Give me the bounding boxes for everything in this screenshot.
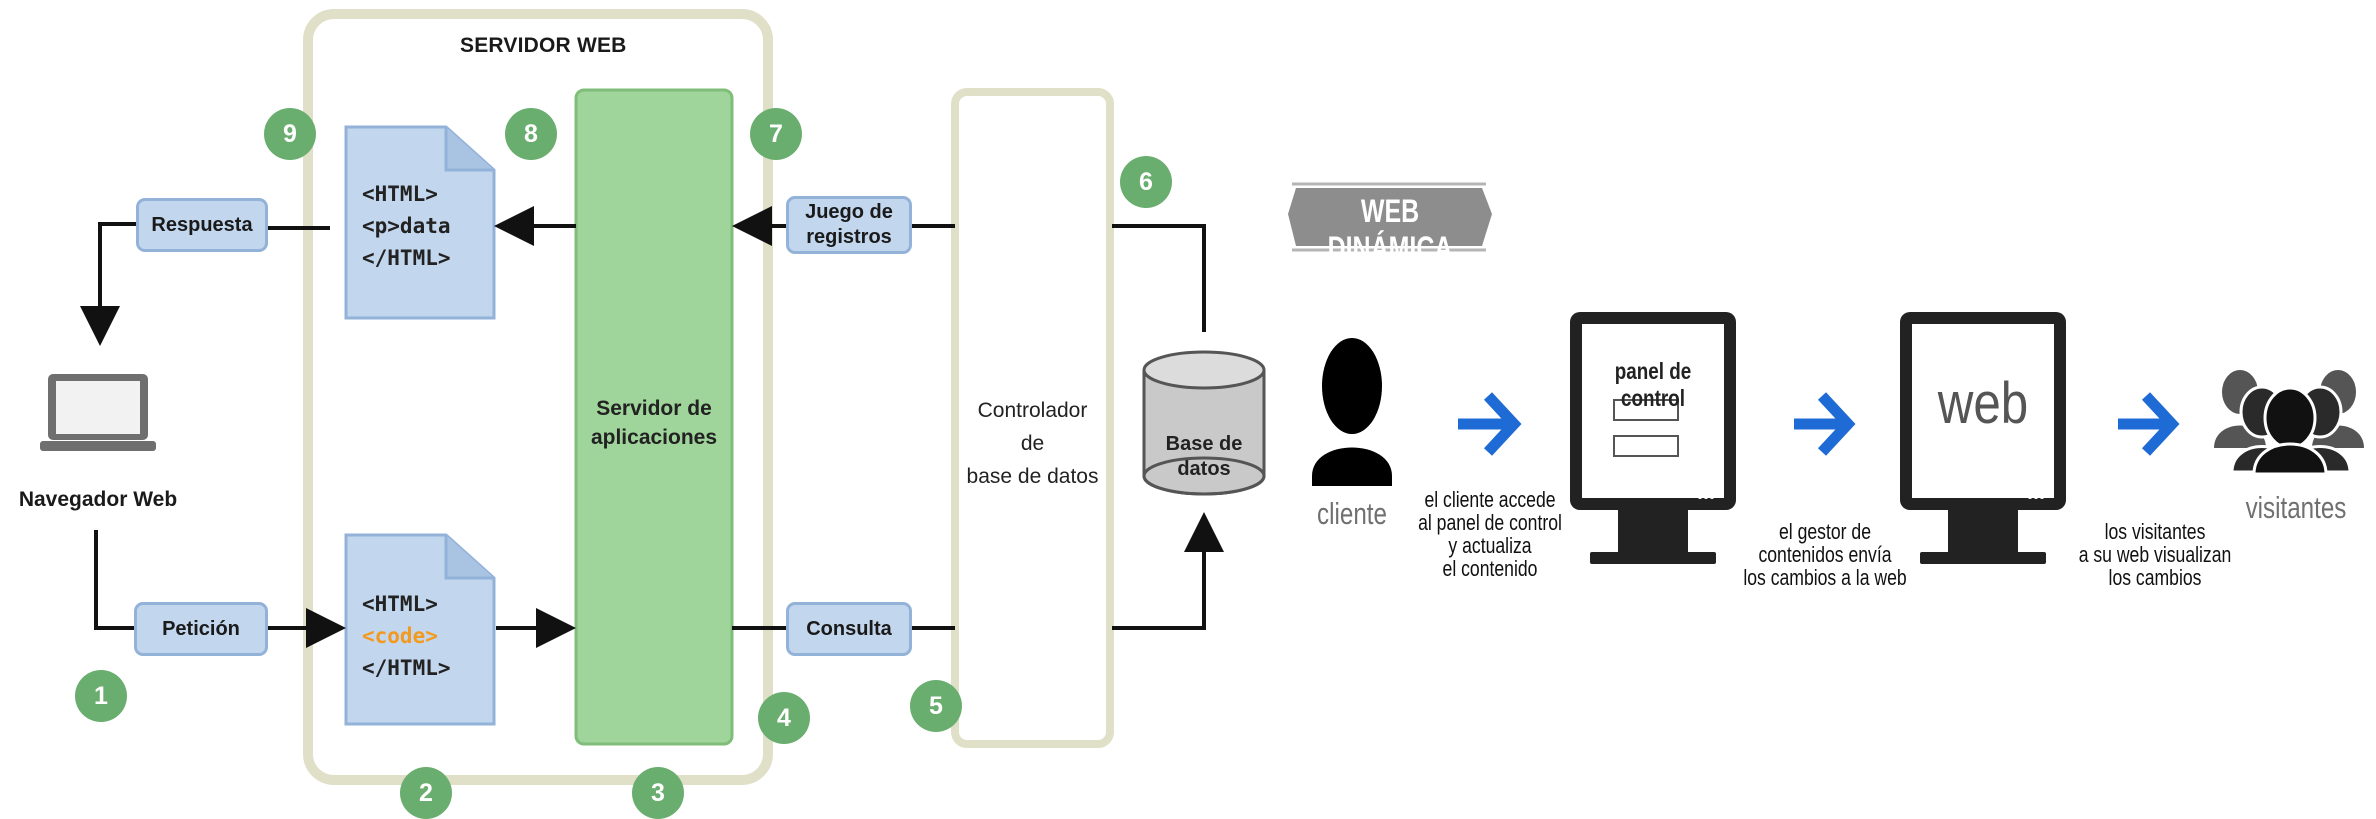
visitors-label: visitantes <box>2245 490 2347 525</box>
app-server-line2: aplicaciones <box>590 426 718 449</box>
doc-bottom-fold <box>444 535 494 580</box>
doc-top-fold <box>444 127 494 172</box>
doc-top-line3: </HTML> <box>362 246 451 270</box>
banner-shape <box>1288 188 1492 246</box>
step-2-badge: 2 <box>400 767 452 819</box>
request-box: Petición <box>134 602 268 656</box>
db-controller-line1: Controlador <box>977 399 1088 422</box>
doc-bottom-line1: <HTML> <box>362 592 438 616</box>
client-person-icon <box>1312 338 1392 486</box>
step-7-badge: 7 <box>750 108 802 160</box>
caption-client-line2: al panel de control <box>1418 510 1562 535</box>
doc-top-line1: <HTML> <box>362 182 438 206</box>
database-icon <box>1142 350 1266 496</box>
doc-bottom-line2: <code> <box>362 624 438 648</box>
blue-arrow-2 <box>1794 392 1856 456</box>
query-box: Consulta <box>786 602 912 656</box>
step-3-badge: 3 <box>632 767 684 819</box>
recordset-box: Juego de registros <box>786 196 912 254</box>
response-box: Respuesta <box>136 198 268 252</box>
monitor-panel-icon <box>1570 312 1736 564</box>
doc-bottom-line3: </HTML> <box>362 656 451 680</box>
db-controller-label: Controlador de base de datos <box>955 394 1110 493</box>
caption-client-line1: el cliente accede <box>1424 487 1556 512</box>
recordset-line2: registros <box>806 226 892 248</box>
blue-arrow-3 <box>2118 392 2180 456</box>
laptop-icon <box>40 374 156 451</box>
caption-manager-line2: contenidos envía <box>1758 542 1892 567</box>
db-controller-container <box>951 88 1114 748</box>
caption-client-line3: y actualiza <box>1448 533 1532 558</box>
db-controller-line3: base de datos <box>966 465 1099 488</box>
database-line1: Base de <box>1165 433 1243 455</box>
dynamic-web-banner: WEB DINÁMICA <box>1327 193 1453 266</box>
database-label: Base de datos <box>1144 432 1264 482</box>
caption-manager-line1: el gestor de <box>1779 519 1871 544</box>
web-label: web <box>1937 371 2029 436</box>
caption-manager: el gestor de contenidos envía los cambio… <box>1741 520 1909 589</box>
recordset-line1: Juego de <box>805 201 893 223</box>
doc-top-line2: <p>data <box>362 214 451 238</box>
panel-title: panel de control <box>1614 358 1692 411</box>
step-5-badge: 5 <box>910 680 962 732</box>
app-server-line1: Servidor de <box>596 397 712 420</box>
step-1-badge: 1 <box>75 670 127 722</box>
doc-bottom-shape <box>344 533 496 726</box>
caption-client: el cliente accede al panel de control y … <box>1418 488 1562 580</box>
db-controller-line2: de <box>1020 432 1045 455</box>
visitors-group-icon <box>2214 370 2364 476</box>
step-8-badge: 8 <box>505 108 557 160</box>
step-9-badge: 9 <box>264 108 316 160</box>
doc-top-text: <HTML> <p>data </HTML> <box>362 178 451 274</box>
caption-visitors: los visitantes a su web visualizan los c… <box>2071 520 2239 589</box>
caption-visitors-line2: a su web visualizan <box>2078 542 2232 567</box>
caption-manager-line3: los cambios a la web <box>1743 565 1907 590</box>
database-line2: datos <box>1177 458 1231 480</box>
app-server-block <box>574 88 734 746</box>
caption-visitors-line1: los visitantes <box>2104 519 2206 544</box>
blue-arrow-1 <box>1458 392 1522 456</box>
caption-client-line4: el contenido <box>1442 556 1538 581</box>
step-4-badge: 4 <box>758 692 810 744</box>
monitor-web-icon <box>1900 312 2066 564</box>
doc-bottom-text: <HTML> <code> </HTML> <box>362 588 451 684</box>
web-server-title: SERVIDOR WEB <box>460 34 627 57</box>
caption-visitors-line3: los cambios <box>2108 565 2202 590</box>
app-server-label: Servidor de aplicaciones <box>576 394 732 452</box>
browser-label: Navegador Web <box>18 488 178 511</box>
step-6-badge: 6 <box>1120 156 1172 208</box>
client-label: cliente <box>1317 496 1387 531</box>
